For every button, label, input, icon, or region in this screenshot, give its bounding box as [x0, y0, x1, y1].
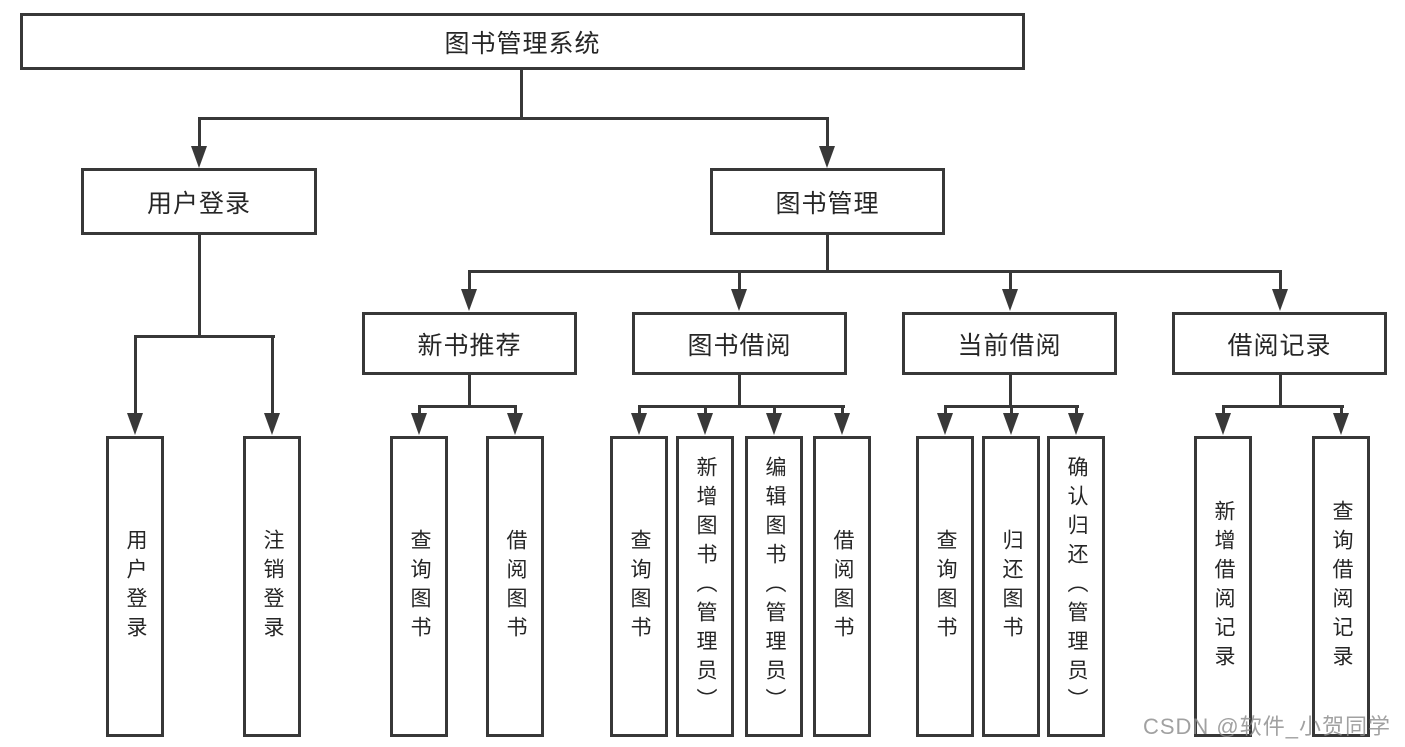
connector-user-login-drop — [197, 235, 201, 336]
leaf-user-login: 用户登录 — [106, 436, 164, 737]
leaf-label: 查询图书 — [628, 528, 651, 645]
node-library-system: 图书管理系统 — [20, 13, 1025, 70]
leaf-label: 注销登录 — [261, 528, 284, 645]
leaf-bb-edit-books-admin: 编辑图书（管理员） — [745, 436, 803, 737]
arrow-to-leaf-logout — [264, 335, 280, 435]
arrow-to-bb-edit — [766, 405, 782, 435]
leaf-br-query-record: 查询借阅记录 — [1312, 436, 1370, 737]
arrow-to-borrow-records — [1272, 270, 1288, 311]
connector-book-management-bar — [467, 270, 1282, 273]
leaf-nb-borrow-books: 借阅图书 — [486, 436, 544, 737]
csdn-watermark: CSDN @软件_小贺同学 — [1142, 714, 1391, 739]
connector-book-borrow-bar — [637, 405, 845, 408]
leaf-label: 确认归还（管理员） — [1065, 456, 1088, 717]
arrow-to-cb-query — [937, 405, 953, 435]
leaf-label: 归还图书 — [1000, 528, 1023, 645]
leaf-cb-query-books: 查询图书 — [916, 436, 974, 737]
leaf-label: 编辑图书（管理员） — [763, 456, 786, 717]
arrow-to-leaf-user-login — [127, 335, 143, 435]
node-borrow-records: 借阅记录 — [1172, 312, 1387, 375]
connector-new-book-bar — [417, 405, 517, 408]
arrow-to-user-login — [191, 117, 207, 168]
connector-borrow-records-bar — [1221, 405, 1344, 408]
connector-new-book-drop — [467, 375, 471, 407]
node-book-borrow: 图书借阅 — [632, 312, 847, 375]
leaf-label: 借阅图书 — [831, 528, 854, 645]
connector-user-login-bar — [133, 335, 275, 338]
leaf-cb-confirm-return-admin: 确认归还（管理员） — [1047, 436, 1105, 737]
leaf-br-add-record: 新增借阅记录 — [1194, 436, 1252, 737]
leaf-bb-add-books-admin: 新增图书（管理员） — [676, 436, 734, 737]
leaf-bb-query-books: 查询图书 — [610, 436, 668, 737]
arrow-to-current-borrow — [1002, 270, 1018, 311]
leaf-nb-query-books: 查询图书 — [390, 436, 448, 737]
arrow-to-book-management — [819, 117, 835, 168]
leaf-label: 用户登录 — [124, 528, 147, 645]
node-new-book-recommend: 新书推荐 — [362, 312, 577, 375]
arrow-to-book-borrow — [731, 270, 747, 311]
arrow-to-bb-add — [697, 405, 713, 435]
leaf-label: 查询借阅记录 — [1330, 499, 1353, 674]
arrow-to-br-add — [1215, 405, 1231, 435]
leaf-bb-borrow-books: 借阅图书 — [813, 436, 871, 737]
node-book-management: 图书管理 — [710, 168, 945, 235]
connector-book-management-drop — [825, 235, 829, 273]
arrow-to-cb-return — [1003, 405, 1019, 435]
arrow-to-nb-query — [411, 405, 427, 435]
arrow-to-bb-borrow — [834, 405, 850, 435]
leaf-logout: 注销登录 — [243, 436, 301, 737]
leaf-label: 新增借阅记录 — [1212, 499, 1235, 674]
connector-current-borrow-drop — [1008, 375, 1012, 407]
leaf-label: 借阅图书 — [504, 528, 527, 645]
node-current-borrow: 当前借阅 — [902, 312, 1117, 375]
connector-book-borrow-drop — [737, 375, 741, 407]
leaf-label: 查询图书 — [408, 528, 431, 645]
arrow-to-nb-borrow — [507, 405, 523, 435]
leaf-cb-return-books: 归还图书 — [982, 436, 1040, 737]
leaf-label: 查询图书 — [934, 528, 957, 645]
connector-root-bar — [197, 117, 829, 120]
connector-borrow-records-drop — [1278, 375, 1282, 407]
arrow-to-bb-query — [631, 405, 647, 435]
connector-root-trunk — [519, 70, 523, 117]
arrow-to-br-query — [1333, 405, 1349, 435]
arrow-to-cb-confirm — [1068, 405, 1084, 435]
leaf-label: 新增图书（管理员） — [694, 456, 717, 717]
node-user-login: 用户登录 — [81, 168, 317, 235]
arrow-to-new-book-recommend — [461, 270, 477, 311]
